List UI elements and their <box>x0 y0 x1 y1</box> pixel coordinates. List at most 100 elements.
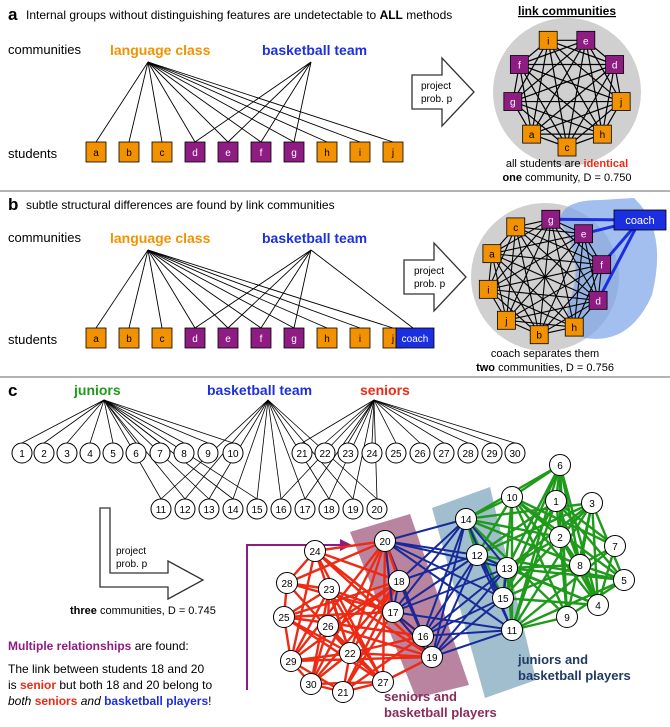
node-label: 5 <box>110 449 116 460</box>
seniors-label: seniors <box>360 382 410 398</box>
network-node-h: h <box>564 317 584 337</box>
node-label: c <box>513 223 518 234</box>
student-label: g <box>291 148 297 159</box>
network-edge <box>289 539 387 663</box>
network-node-2: 2 <box>549 526 571 548</box>
membership-edge <box>373 399 469 444</box>
network-edge <box>506 319 575 328</box>
node-label: 5 <box>621 576 627 587</box>
network-edge <box>573 233 585 328</box>
network-edge <box>431 597 504 658</box>
network-node-i: i <box>478 279 498 299</box>
network-node-19: 19 <box>421 646 443 668</box>
basketball-team-label-b: basketball team <box>262 230 367 246</box>
student-node-6: 6 <box>125 442 147 464</box>
network-edge <box>518 64 603 135</box>
node-label: 12 <box>179 505 191 516</box>
node-label: g <box>548 215 554 226</box>
node-label: b <box>536 331 542 342</box>
student-node-16: 16 <box>270 498 292 520</box>
student-label: f <box>260 334 263 345</box>
svg-text:prob. p: prob. p <box>116 559 148 570</box>
node-label: 13 <box>501 564 513 575</box>
network-edge <box>501 501 594 600</box>
network-node-d: d <box>588 290 608 310</box>
network-edge <box>505 226 517 321</box>
membership-edge <box>194 249 312 329</box>
membership-edge <box>147 249 262 329</box>
membership-edge <box>95 61 149 143</box>
juniors-label: juniors <box>73 382 121 398</box>
network-edge <box>422 567 508 637</box>
student-label: i <box>359 148 361 159</box>
membership-edge <box>66 399 105 444</box>
network-node-24: 24 <box>304 540 326 562</box>
node-label: g <box>510 98 516 109</box>
network-edge <box>512 100 603 135</box>
node-label: 4 <box>87 449 93 460</box>
membership-edge <box>373 399 397 444</box>
network-edge <box>512 63 615 103</box>
student-a: a <box>85 327 107 349</box>
network-node-29: 29 <box>280 650 302 672</box>
node-label: 8 <box>577 561 583 572</box>
communities-label: communities <box>8 42 81 57</box>
network-node-22: 22 <box>339 642 361 664</box>
project-arrow-a: project prob. p <box>411 56 475 128</box>
network-edge <box>506 299 599 321</box>
network-edge <box>547 40 603 135</box>
seniors-basketball-label-1: seniors and <box>384 689 457 704</box>
network-node-e: e <box>574 224 594 244</box>
network-edge <box>585 40 622 102</box>
network-edge <box>431 554 478 658</box>
node-label: 11 <box>156 505 167 516</box>
network-edge <box>547 39 615 66</box>
membership-edge <box>147 249 328 329</box>
network-edge <box>590 501 600 607</box>
node-label: 14 <box>227 505 239 516</box>
network-node-25: 25 <box>273 606 295 628</box>
network-edge <box>326 624 434 659</box>
membership-edge <box>256 399 269 500</box>
network-edge <box>515 226 584 235</box>
membership-edge <box>147 61 262 143</box>
membership-edge <box>373 399 421 444</box>
student-g: g <box>283 141 305 163</box>
node-label: 28 <box>281 579 293 590</box>
panel-b-caption1: coach separates them <box>491 348 599 360</box>
communities-label-b: communities <box>8 230 81 245</box>
node-label: 21 <box>296 449 308 460</box>
student-label: i <box>359 334 361 345</box>
student-h: h <box>316 141 338 163</box>
student-b: b <box>118 141 140 163</box>
membership-edge <box>103 399 209 444</box>
node-label: 30 <box>509 449 521 460</box>
juniors-basketball-label-2: basketball players <box>518 668 631 683</box>
membership-edge <box>147 249 394 329</box>
membership-edge <box>103 399 137 444</box>
coach-node: coach <box>395 327 435 349</box>
language-class-label: language class <box>110 42 211 58</box>
students-label: students <box>8 146 58 161</box>
node-label: 24 <box>366 449 378 460</box>
network-edge <box>398 518 467 582</box>
student-node-21: 21 <box>291 442 313 464</box>
basketball-team-label: basketball team <box>262 42 367 58</box>
student-a: a <box>85 141 107 163</box>
network-edge <box>566 40 587 148</box>
membership-edge <box>43 399 105 444</box>
node-label: 30 <box>305 680 317 691</box>
network-edge <box>313 549 434 659</box>
network-edge <box>384 540 513 631</box>
network-edge <box>431 567 508 658</box>
network-edge <box>518 64 533 135</box>
node-label: e <box>581 230 587 241</box>
student-node-11: 11 <box>150 498 172 520</box>
membership-edge <box>260 249 312 329</box>
network-edge <box>512 40 549 102</box>
network-node-15: 15 <box>492 587 514 609</box>
network-edge <box>510 495 569 619</box>
